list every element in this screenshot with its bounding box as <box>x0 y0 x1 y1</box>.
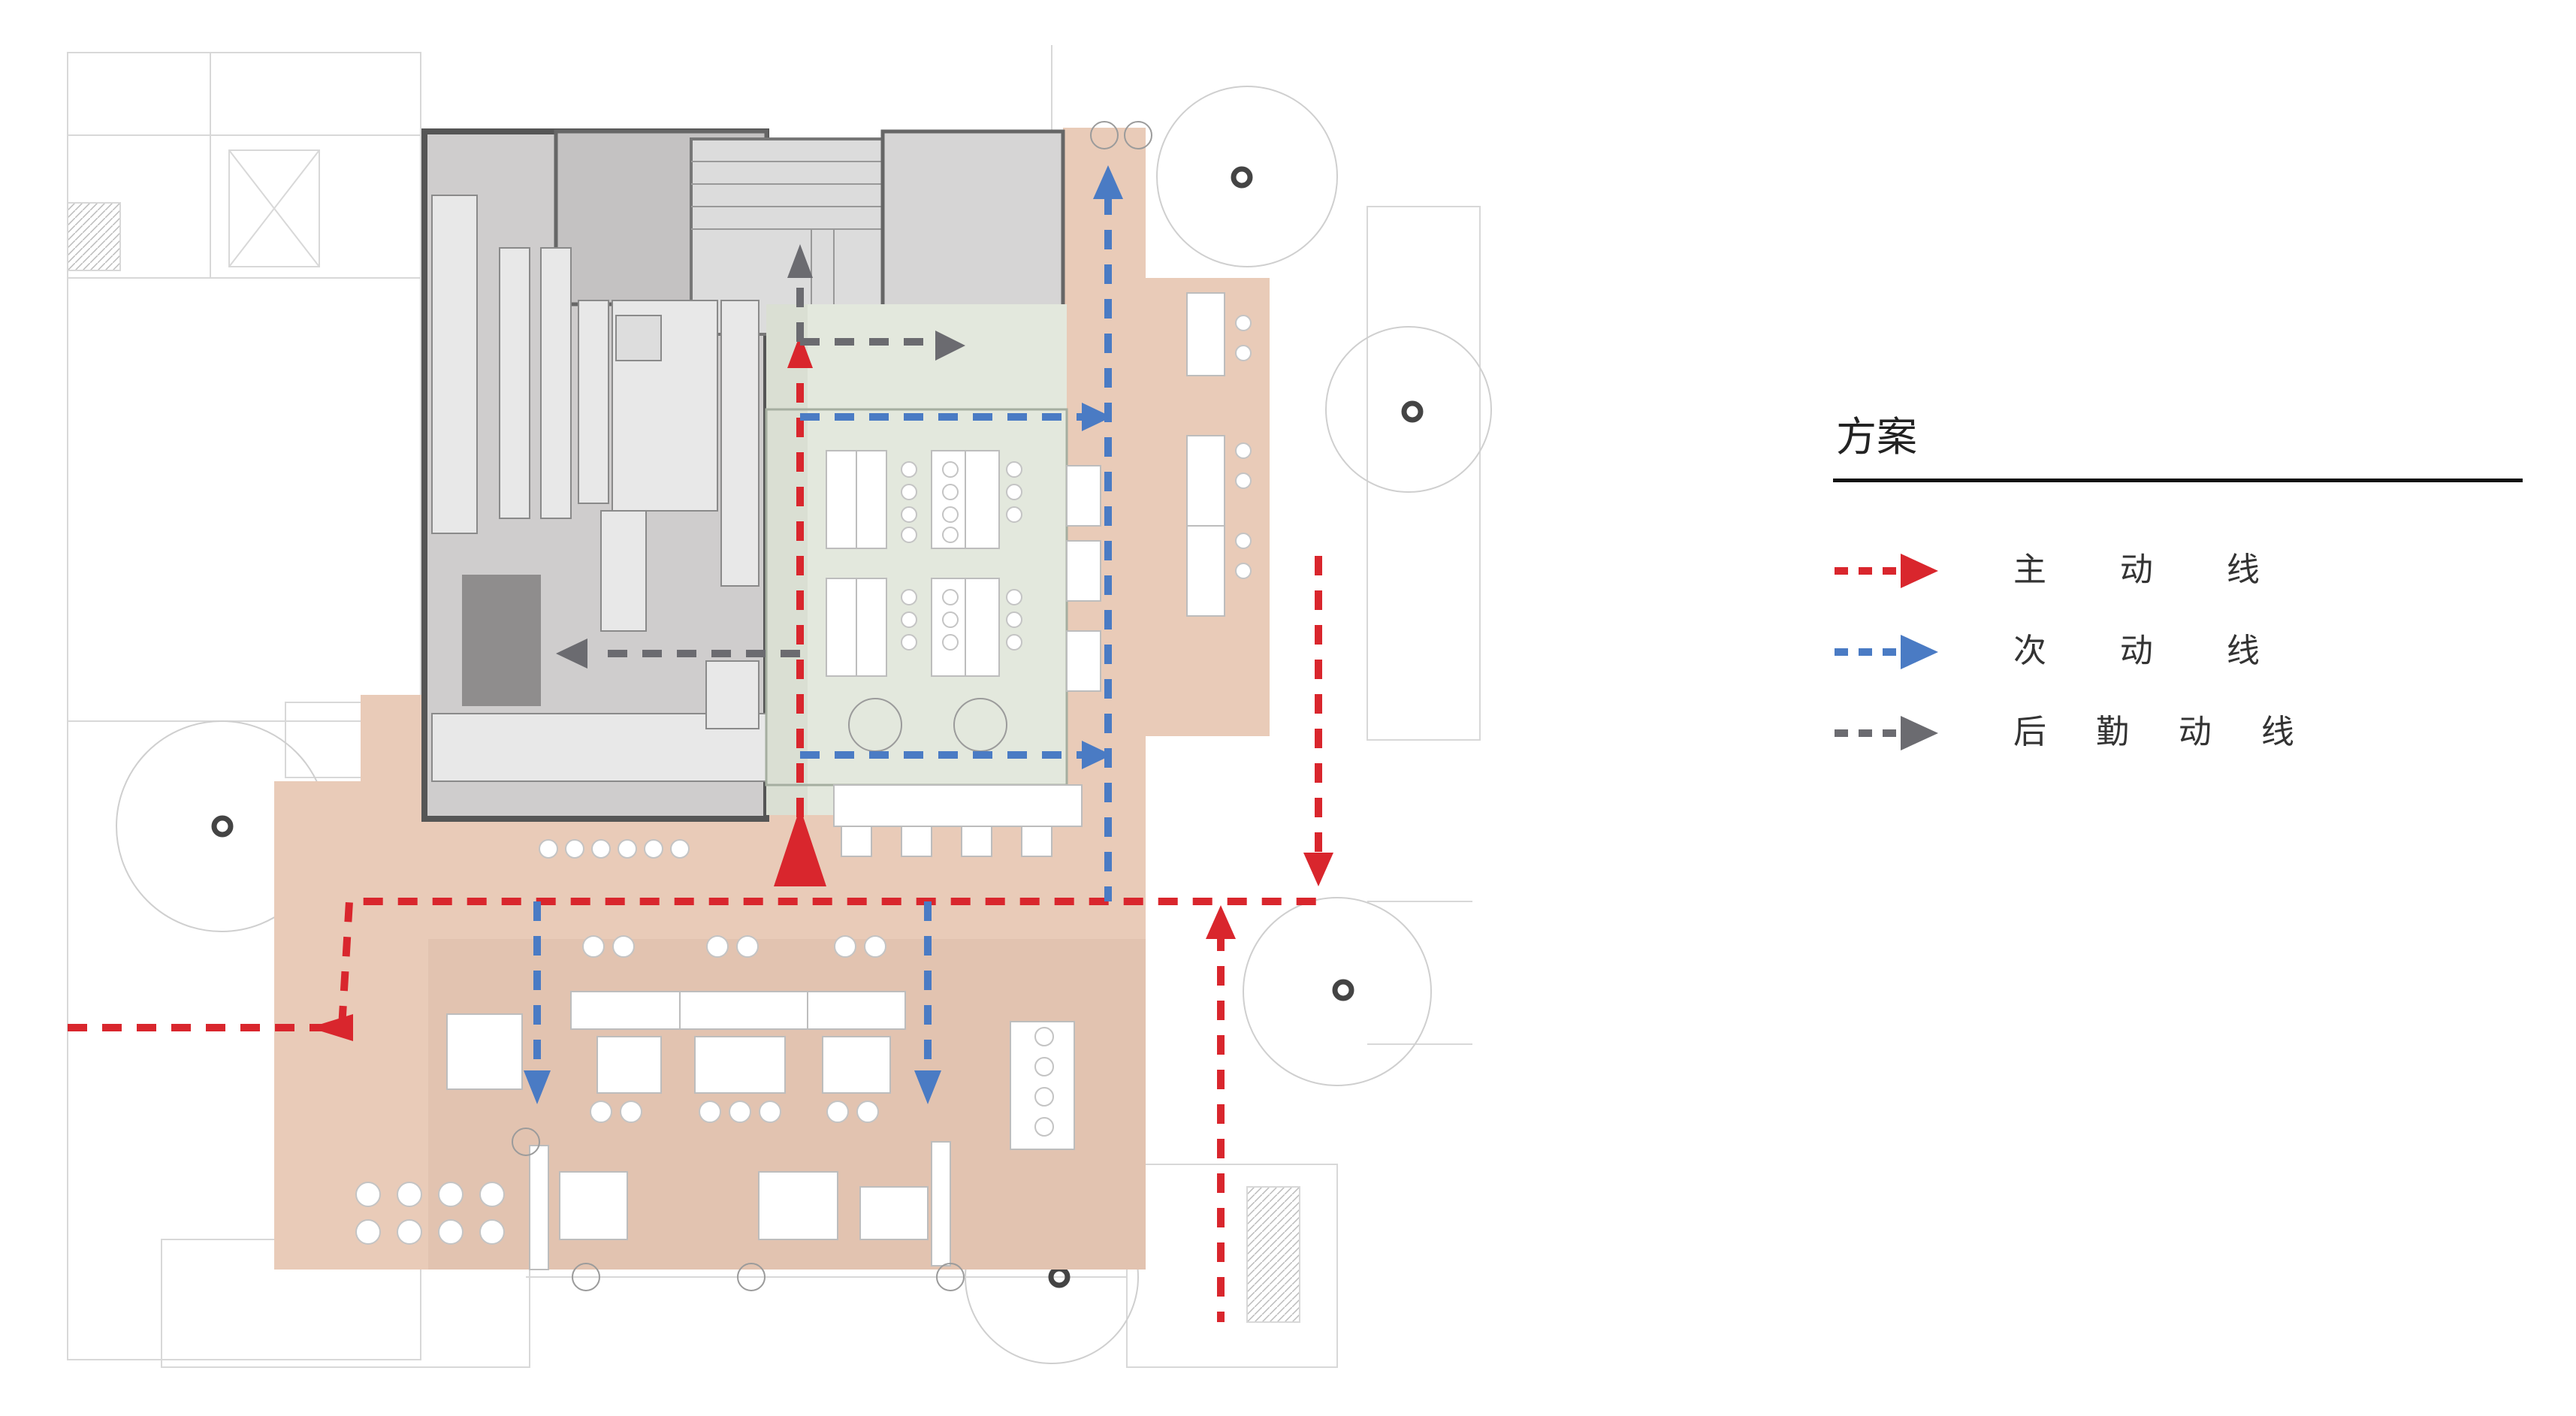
legend-divider <box>1833 479 2523 482</box>
legend-item-primary-flow: 主 动 线 <box>1833 545 2524 597</box>
legend-service-arrow-icon <box>1835 716 1938 750</box>
floor-plan-diagram <box>67 45 1492 1368</box>
legend-secondary-arrow-icon <box>1835 635 1938 669</box>
legend-label-primary: 主 动 线 <box>2013 551 2261 589</box>
legend-item-secondary-flow: 次 动 线 <box>1833 626 2524 678</box>
legend-primary-arrow-icon <box>1835 554 1938 588</box>
cold-storage <box>462 575 541 706</box>
primary-flow-arrowheads <box>310 334 1333 1041</box>
legend-title: 方案 <box>1836 413 1917 460</box>
dining-hall-zone <box>766 304 1067 815</box>
secondary-flow-path <box>533 195 1112 1067</box>
legend-label-secondary: 次 动 线 <box>2013 632 2261 670</box>
chairs <box>355 315 1252 1245</box>
tree-icon <box>116 86 1492 1364</box>
legend-label-service: 后 勤 动 线 <box>2013 713 2296 751</box>
legend: 方案 主 动 线 次 动 线 后 勤 动 线 <box>1833 413 2524 751</box>
service-flow-arrowheads <box>556 244 965 669</box>
stair-treads <box>691 161 883 334</box>
secondary-flow-arrowheads <box>524 165 1123 1104</box>
dining-furniture <box>446 292 1225 1270</box>
service-flow-path <box>593 278 935 657</box>
kitchen-equipment <box>431 195 767 782</box>
primary-flow-path <box>68 376 1322 1322</box>
legend-item-service-flow: 后 勤 动 线 <box>1833 707 2524 759</box>
